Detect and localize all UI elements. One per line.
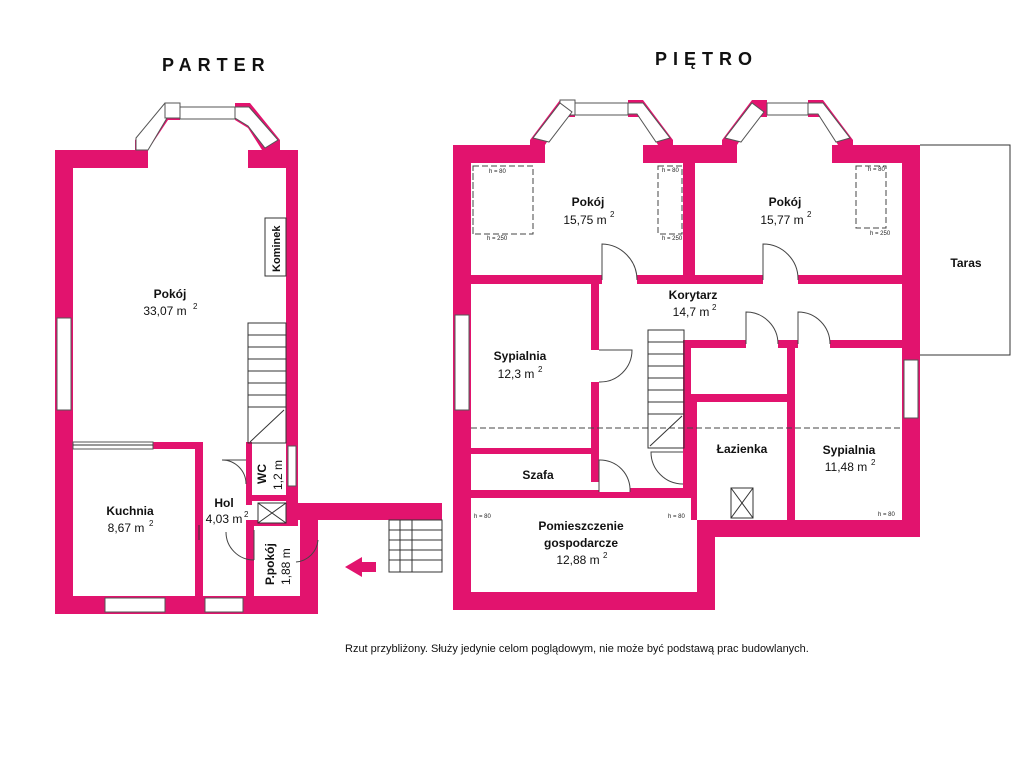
room-area-korytarz: 14,7 m (673, 305, 710, 319)
room-area-sup: 2 (807, 210, 812, 219)
parter-labels: Pokój 33,07 m 2 Kuchnia 8,67 m 2 Hol 4,0… (106, 287, 293, 585)
sliding-door (72, 441, 154, 450)
room-area-kuchnia: 8,67 m (108, 521, 145, 535)
height-mark: h = 250 (662, 236, 683, 242)
disclaimer-text: Rzut przybliżony. Służy jedynie celom po… (345, 643, 809, 655)
room-area-sup: 2 (193, 302, 198, 311)
room-area-sypialnia-1: 12,3 m (498, 367, 535, 381)
pietro-windows (454, 99, 919, 419)
entrance-stairs (345, 519, 443, 577)
room-area-sypialnia-2: 11,48 m (825, 460, 867, 474)
room-name-kuchnia: Kuchnia (106, 504, 154, 518)
room-area-pomieszczenie: 12,88 m (556, 553, 599, 567)
height-mark: h = 80 (868, 167, 886, 173)
height-mark: h = 80 (662, 168, 680, 174)
room-area-hol: 4,03 m (206, 512, 243, 526)
room-area-pokoj: 33,07 m (143, 304, 186, 318)
room-name-pomieszczenie-2: gospodarcze (544, 536, 618, 550)
room-area-sup: 2 (871, 458, 876, 467)
height-mark: h = 250 (870, 231, 891, 237)
shower-tray (730, 487, 754, 519)
room-name-pokoj-2: Pokój (769, 195, 802, 209)
room-name-sypialnia-1: Sypialnia (494, 349, 547, 363)
parter-windows (56, 102, 297, 613)
room-name-korytarz: Korytarz (669, 288, 718, 302)
height-mark: h = 80 (489, 169, 507, 175)
room-area-sup: 2 (244, 510, 249, 519)
pietro-doors (598, 243, 831, 493)
entrance-arrow-icon (345, 557, 376, 577)
height-mark: h = 250 (487, 236, 508, 242)
kominek-label: Kominek (271, 225, 283, 272)
parter-stairs (247, 322, 287, 444)
height-mark: h = 80 (878, 512, 896, 518)
room-area-sup: 2 (603, 551, 608, 560)
room-name-sypialnia-2: Sypialnia (823, 443, 876, 457)
room-name-szafa: Szafa (522, 468, 554, 482)
room-name-hol: Hol (214, 496, 233, 510)
room-area-sup: 2 (610, 210, 615, 219)
room-name-pomieszczenie-1: Pomieszczenie (538, 519, 624, 533)
height-mark: h = 80 (474, 514, 492, 520)
room-name-lazienka: Łazienka (717, 442, 768, 456)
parter-doors (198, 459, 319, 563)
room-area-ppokoj: 1,88 m (279, 548, 293, 585)
room-area-sup: 2 (538, 365, 543, 374)
room-name-taras: Taras (950, 256, 981, 270)
room-name-wc: WC (255, 464, 269, 484)
pietro-labels: Pokój 15,75 m 2 Pokój 15,77 m 2 Korytarz… (474, 167, 982, 567)
room-area-pokoj-1: 15,75 m (563, 213, 606, 227)
room-name-pokoj-1: Pokój (572, 195, 605, 209)
room-name-ppokoj: P.pokój (263, 543, 277, 585)
room-area-sup: 2 (149, 519, 154, 528)
room-area-sup: 2 (712, 303, 717, 312)
room-area-wc: 1,2 m (271, 460, 285, 490)
pietro-title: PIĘTRO (655, 49, 758, 69)
room-name-pokoj: Pokój (154, 287, 187, 301)
taras-outline (920, 144, 1011, 356)
kominek-box: Kominek (264, 217, 287, 277)
height-mark: h = 80 (668, 514, 686, 520)
roof-window-marks (471, 165, 902, 429)
room-area-pokoj-2: 15,77 m (760, 213, 803, 227)
pietro-stairs (647, 329, 685, 449)
parter-title: PARTER (162, 55, 271, 75)
